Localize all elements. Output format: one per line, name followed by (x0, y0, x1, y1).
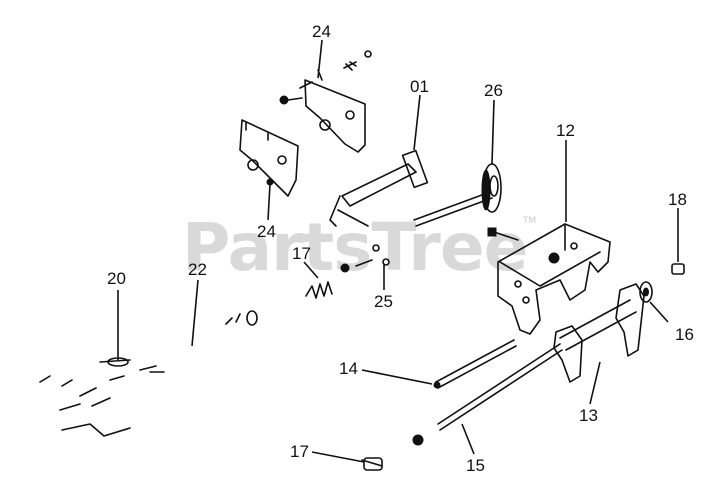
collar (671, 263, 685, 275)
rod-15 (412, 343, 563, 446)
yoke (553, 283, 645, 383)
pin-assembly (340, 244, 390, 273)
bearing (481, 163, 502, 213)
callout-17-lower: 17 (290, 442, 309, 461)
lever-arm (329, 149, 429, 227)
upper-bracket (279, 50, 372, 153)
watermark-text: PartsTree (182, 209, 527, 286)
callout-25: 25 (374, 292, 393, 311)
callout-15: 15 (466, 456, 485, 475)
bracket-bolt (487, 227, 519, 241)
lower-bracket (239, 119, 299, 197)
callout-22: 22 (188, 260, 207, 279)
callout-labels: 24 24 01 26 12 18 17 25 20 22 16 14 13 1… (107, 22, 694, 475)
pin-lower (361, 457, 383, 471)
upper-shaft (413, 191, 493, 227)
callout-20: 20 (107, 269, 126, 288)
main-bracket (497, 223, 611, 335)
small-parts-22 (225, 310, 258, 326)
callout-01: 01 (410, 77, 429, 96)
watermark-trademark: TM (522, 216, 536, 226)
left-assembly (39, 357, 165, 437)
leader-lines (117, 39, 679, 463)
callout-26: 26 (484, 81, 503, 100)
callout-12: 12 (556, 121, 575, 140)
callout-24-top: 24 (312, 22, 331, 41)
callout-13: 13 (579, 406, 598, 425)
callout-17-upper: 17 (292, 244, 311, 263)
callout-16: 16 (675, 325, 694, 344)
callout-24-lower: 24 (257, 222, 276, 241)
washer (639, 281, 653, 303)
callout-14: 14 (339, 359, 358, 378)
callout-18: 18 (668, 190, 687, 209)
spring-upper (305, 281, 333, 299)
rod-14 (433, 339, 517, 389)
